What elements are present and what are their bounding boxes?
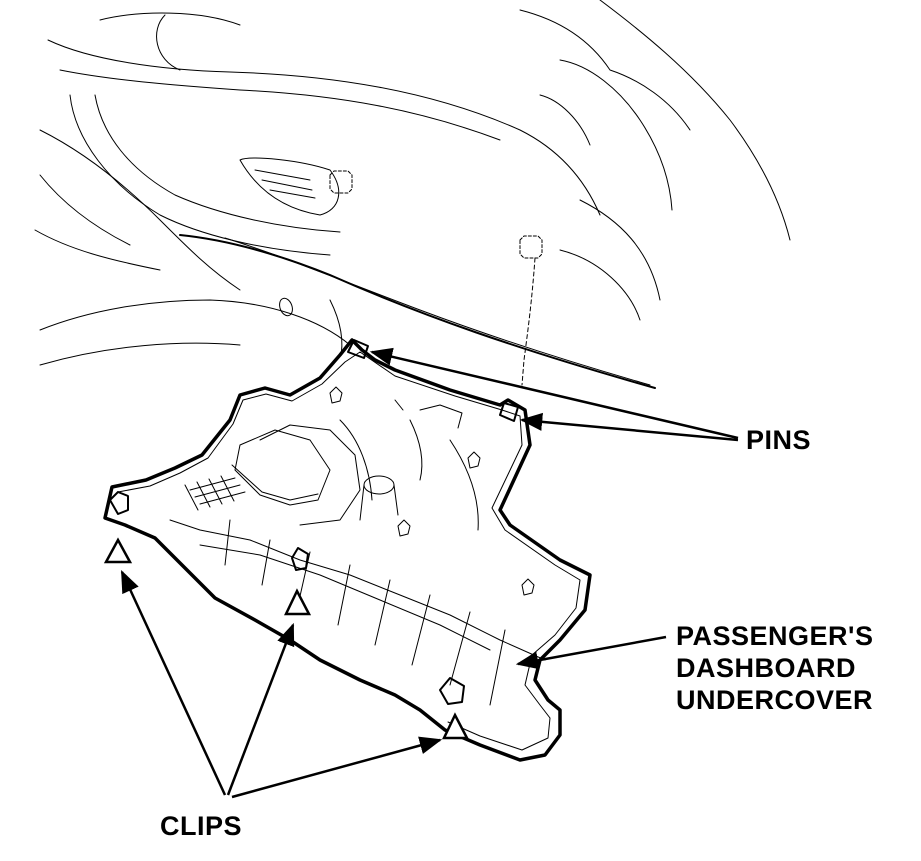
panel-fastener-marks [329, 386, 535, 596]
clip-triangle-middle [284, 588, 312, 616]
undercover-arrow [515, 635, 667, 670]
clips-arrow-left [120, 569, 227, 796]
undercover-label-line1: PASSENGER'S [676, 621, 874, 651]
clip-triangle-left [103, 537, 133, 564]
undercover-label-line3: UNDERCOVER [676, 685, 874, 715]
undercover-label-line2: DASHBOARD [676, 653, 856, 683]
clips-arrow-right [231, 736, 443, 799]
undercover-label: PASSENGER'S DASHBOARD UNDERCOVER [676, 620, 873, 716]
clips-arrow-middle [226, 622, 295, 796]
pin-shapes [347, 339, 519, 422]
dashboard-background [34, 0, 791, 389]
callout-arrows [120, 347, 739, 799]
clip-triangle-right [442, 712, 470, 740]
clips-label: CLIPS [160, 811, 243, 841]
pins-arrow-upper [369, 347, 739, 440]
pins-label: PINS [746, 425, 812, 455]
pins-arrow-lower [519, 412, 739, 442]
clip-shapes [109, 491, 465, 705]
clip-indicator-triangles [103, 537, 470, 740]
dashboard-undercover-panel [103, 338, 592, 762]
